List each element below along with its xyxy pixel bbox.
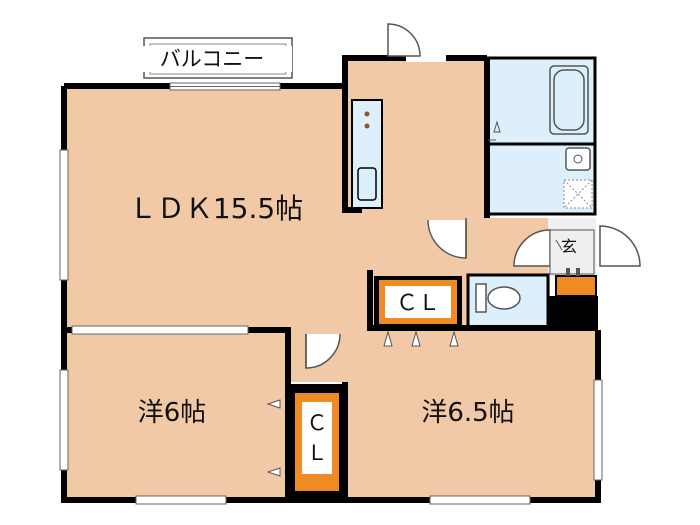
western-a-floor <box>64 330 288 500</box>
entrance: 玄 <box>548 229 598 330</box>
bathtub-icon <box>488 65 589 141</box>
door-markers <box>266 330 459 477</box>
western-a-label: 洋6帖 <box>138 398 207 428</box>
balcony: バルコニー <box>136 37 293 79</box>
shoe-box <box>555 275 597 297</box>
openings <box>59 54 603 505</box>
toilet-icon <box>475 283 521 313</box>
western-b-label: 洋6.5帖 <box>421 398 514 428</box>
entrance-label: 玄 <box>561 237 577 256</box>
closet-a-label: ＣＬ <box>396 291 440 316</box>
ldk-label: ＬＤＫ15.5帖 <box>129 192 303 225</box>
closet-a: ＣＬ <box>374 276 462 328</box>
balcony-label: バルコニー <box>160 47 265 71</box>
closet-b-label-line2: Ｌ <box>307 441 328 465</box>
kitchen-counter <box>351 99 383 209</box>
stove-burner-icon <box>364 111 370 117</box>
room-floors <box>64 58 596 500</box>
closet-b: Ｃ Ｌ <box>288 384 346 500</box>
stove-burner-icon <box>364 123 370 129</box>
washbasin-icon <box>565 147 591 171</box>
washing-machine-space <box>563 179 593 209</box>
ldk-floor <box>64 86 370 330</box>
sink-icon <box>357 167 377 201</box>
western-b-floor <box>345 330 595 500</box>
closet-b-label-line1: Ｃ <box>307 411 328 435</box>
